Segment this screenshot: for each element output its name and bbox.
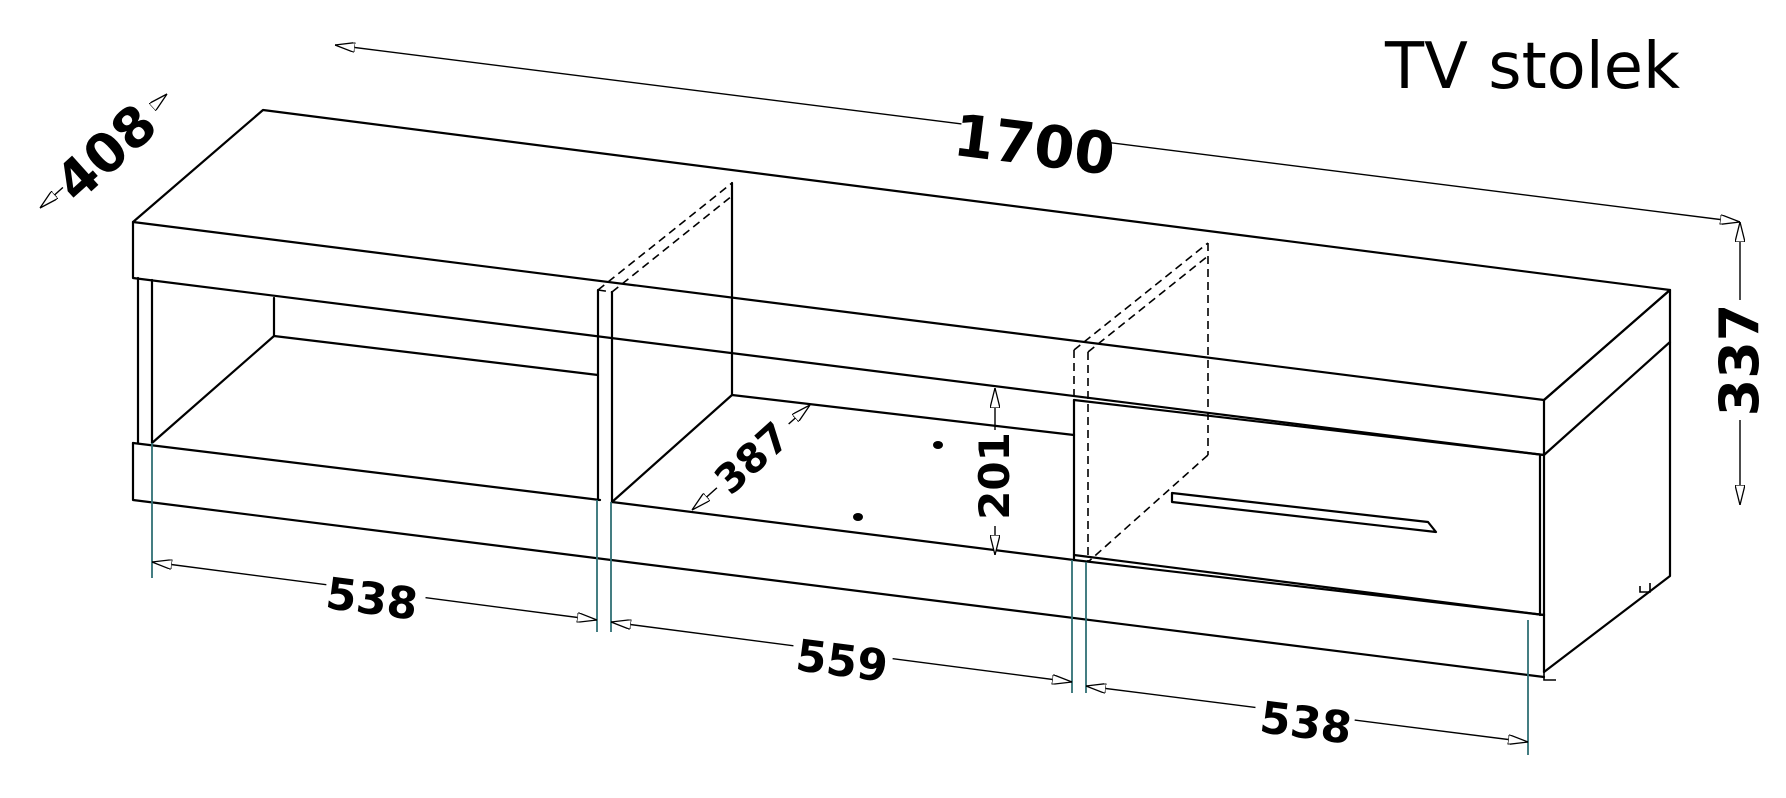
cable-hole [853,513,863,521]
cable-hole [933,441,943,449]
dimension-middle-section-label: 559 [793,630,891,693]
dimension-shelf-height-label: 201 [970,432,1019,520]
drawer-front [1072,398,1546,617]
dimension-height-label: 337 [1708,304,1771,417]
hidden-divider-left [597,182,733,293]
foot [1639,583,1651,593]
dimension-right-section-label: 538 [1257,692,1355,755]
tv-stand-outline [131,108,1672,679]
foot [1543,672,1556,681]
drawer-handle [1170,491,1438,534]
dimension-left-section-label: 538 [323,568,421,631]
